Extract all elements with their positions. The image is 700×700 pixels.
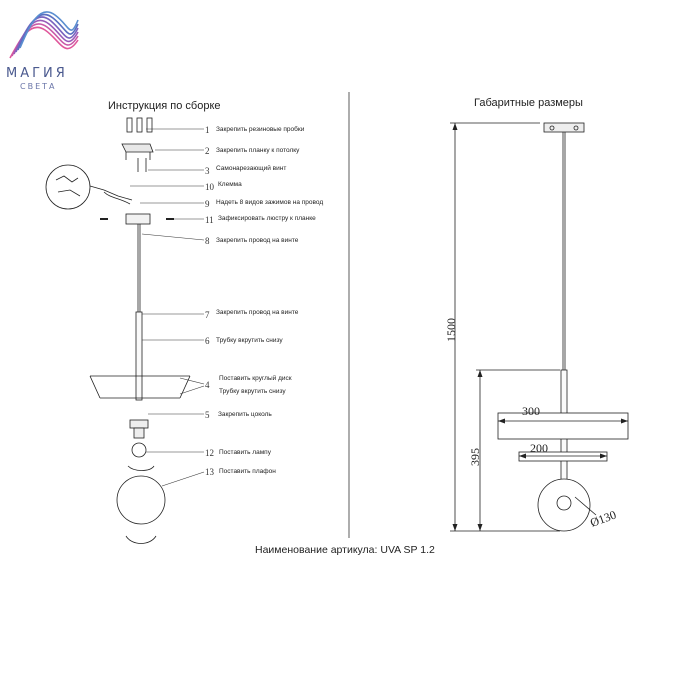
article-caption: Наименование артикула: UVA SP 1.2 bbox=[255, 544, 435, 556]
step-text: Закрепить резиновые пробки bbox=[216, 126, 305, 133]
dim-lower-height: 395 bbox=[468, 448, 482, 466]
logo-subtitle: СВЕТА bbox=[20, 82, 57, 91]
step-text: Закрепить провод на винте bbox=[216, 237, 299, 244]
step-number: 12 bbox=[205, 448, 214, 458]
step-number: 13 bbox=[205, 467, 214, 477]
step-text-2: Трубку вкрутить снизу bbox=[219, 388, 286, 395]
step-number: 7 bbox=[205, 310, 210, 320]
step-number: 8 bbox=[205, 236, 210, 246]
step-number: 4 bbox=[205, 380, 210, 390]
step-number: 5 bbox=[205, 410, 210, 420]
step-number: 6 bbox=[205, 336, 210, 346]
step-text: Самонарезающий винт bbox=[216, 165, 287, 172]
dim-shade-diameter: Ø130 bbox=[588, 508, 618, 530]
step-number: 11 bbox=[205, 215, 214, 225]
step-number: 9 bbox=[205, 199, 210, 209]
step-text: Зафиксировать люстру к планке bbox=[218, 215, 316, 222]
step-number: 2 bbox=[205, 146, 210, 156]
step-text: Закрепить цоколь bbox=[218, 411, 272, 418]
dim-disc-small: 200 bbox=[530, 441, 548, 455]
step-text: Клемма bbox=[218, 181, 242, 188]
step-text: Поставить плафон bbox=[219, 468, 276, 475]
step-text: Поставить круглый диск bbox=[219, 375, 292, 382]
logo-title: МАГИЯ bbox=[6, 66, 68, 81]
step-text: Надеть 8 видов зажимов на провод bbox=[216, 199, 324, 206]
assembly-title: Инструкция по сборке bbox=[108, 100, 221, 112]
step-number: 1 bbox=[205, 125, 210, 135]
step-text: Закрепить провод на винте bbox=[216, 309, 299, 316]
dimensions-title: Габаритные размеры bbox=[474, 97, 583, 109]
step-number: 10 bbox=[205, 182, 214, 192]
step-text: Трубку вкрутить снизу bbox=[216, 337, 283, 344]
step-text: Поставить лампу bbox=[219, 449, 271, 456]
step-number: 3 bbox=[205, 166, 210, 176]
step-text: Закрепить планку к потолку bbox=[216, 147, 300, 154]
dim-height: 1500 bbox=[444, 318, 458, 342]
dim-disc-large: 300 bbox=[522, 404, 540, 418]
